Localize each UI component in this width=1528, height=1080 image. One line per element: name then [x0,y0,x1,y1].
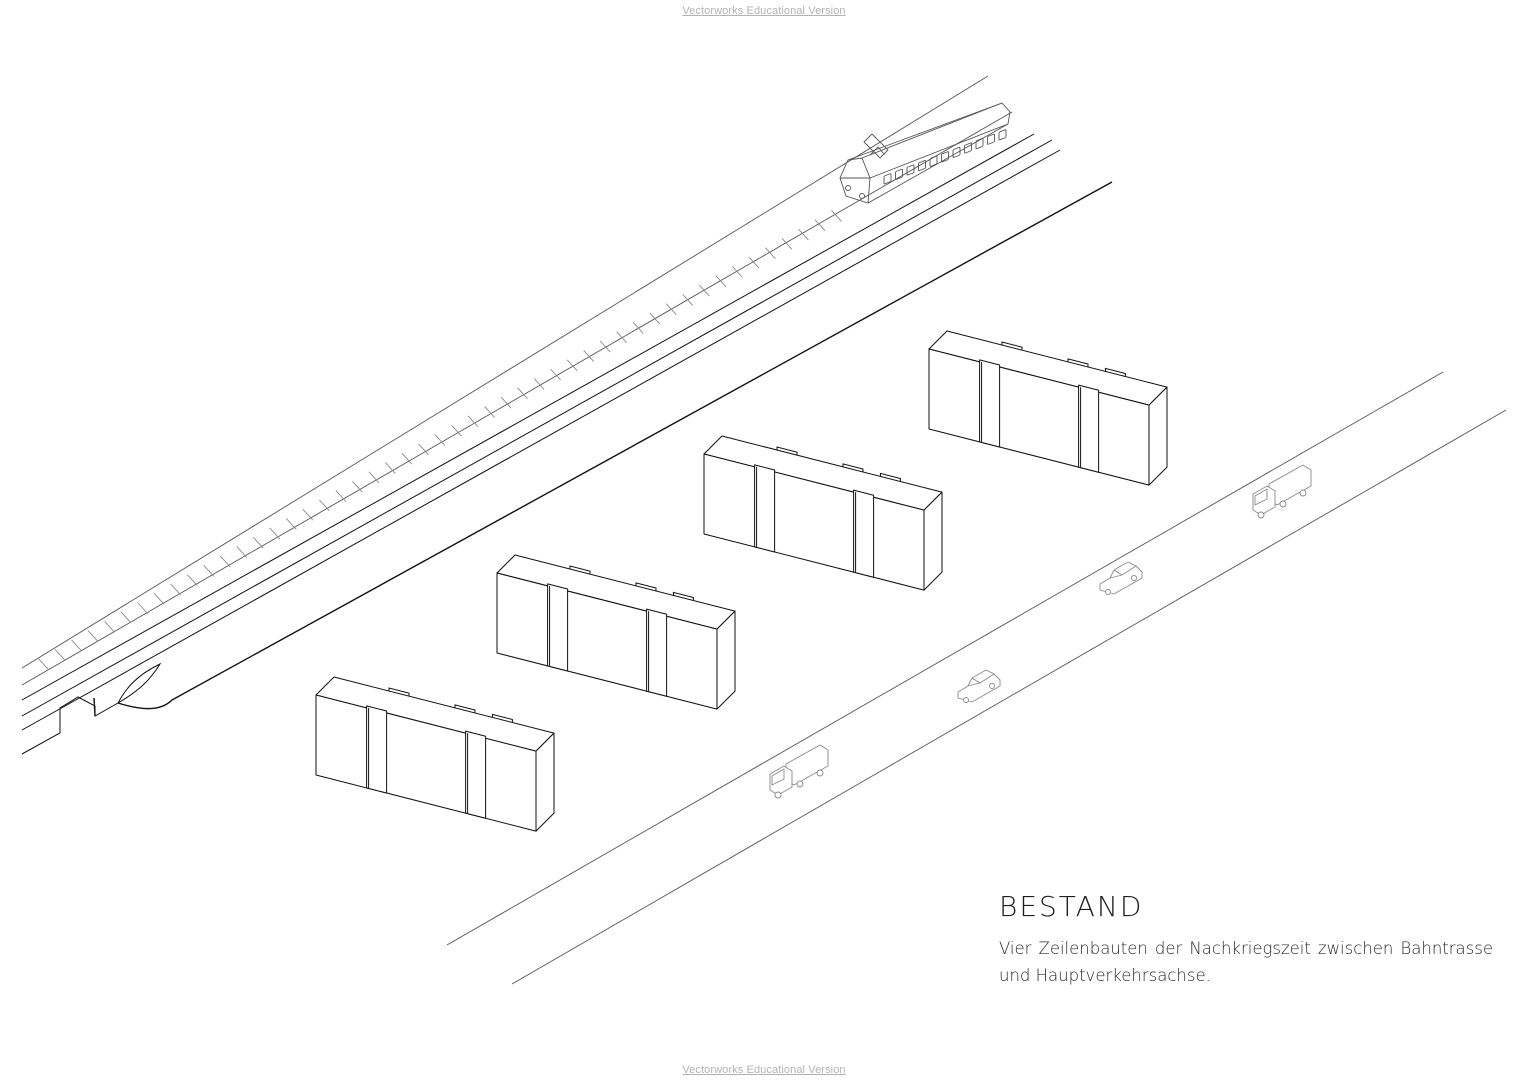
building-1 [315,676,555,832]
main-road [446,371,1507,985]
caption-block: BESTAND Vier Zeilenbauten der Nachkriegs… [999,890,1493,989]
buildings-group [315,330,1168,832]
caption-text: Vier Zeilenbauten der Nachkriegszeit zwi… [999,939,1493,985]
tram-vehicle [839,102,1011,204]
caption-title: BESTAND [999,890,1144,923]
vehicles-group [769,464,1312,799]
watermark-top: Vectorworks Educational Version [682,5,846,17]
building-4 [928,330,1168,486]
car-2 [1099,561,1143,595]
watermark-bottom: Vectorworks Educational Version [682,1064,846,1076]
car-1 [957,669,1001,703]
railway-track [21,75,1013,686]
truck-1 [769,744,829,799]
building-2 [496,554,736,710]
building-3 [703,435,943,591]
railway-sleepers [38,210,842,670]
truck-2 [1252,464,1312,519]
rail-lines [21,133,1113,755]
